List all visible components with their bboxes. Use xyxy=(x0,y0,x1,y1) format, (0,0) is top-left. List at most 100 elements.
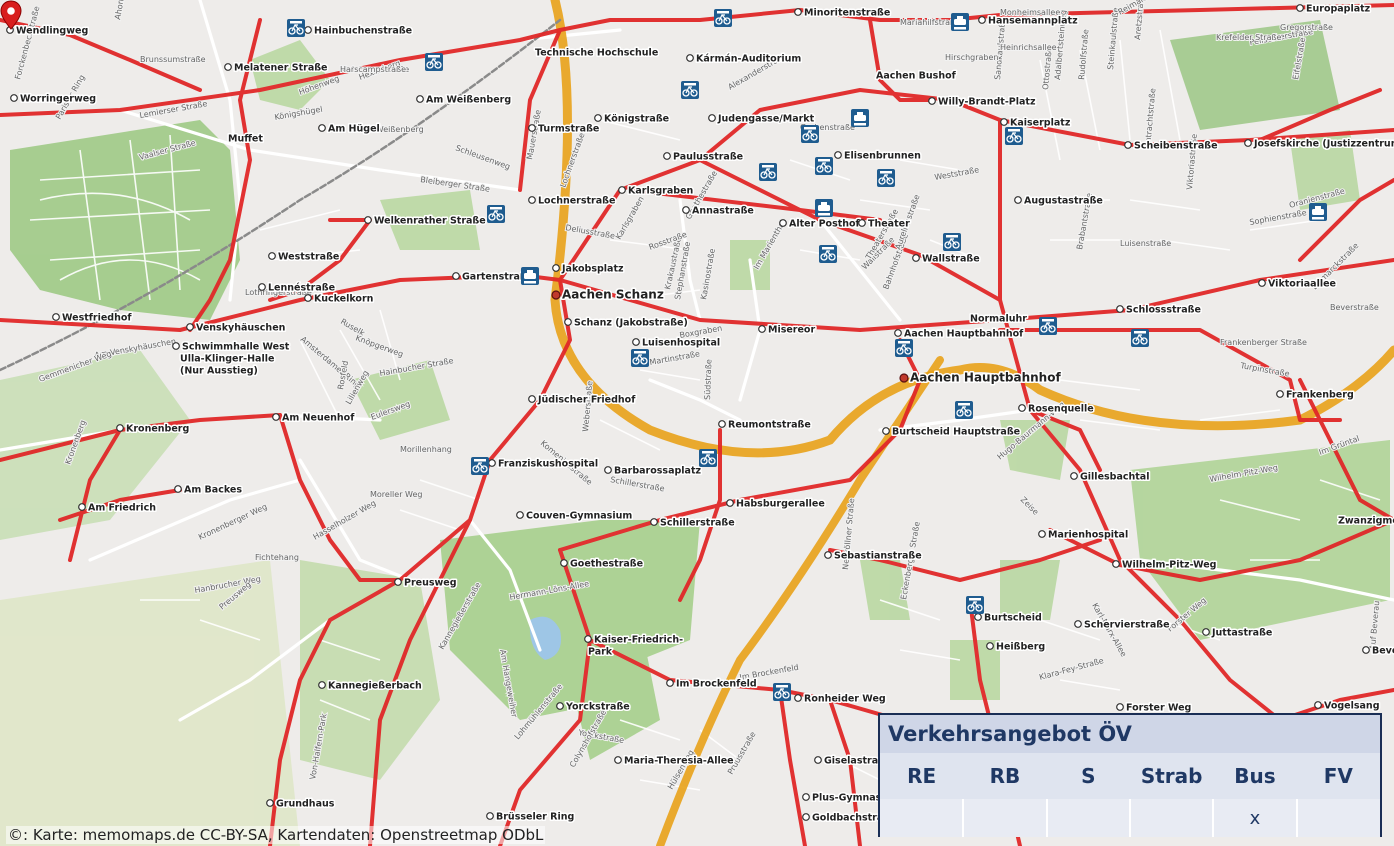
stop-dot[interactable] xyxy=(516,511,524,519)
stop-label[interactable]: Normaluhr xyxy=(969,312,1029,326)
stop-label[interactable]: Schanz (Jakobstraße) xyxy=(573,316,690,330)
stop-dot[interactable] xyxy=(452,272,460,280)
stop-label[interactable]: Gillesbachtal xyxy=(1079,470,1151,484)
stop-dot[interactable] xyxy=(1116,305,1124,313)
stop-dot[interactable] xyxy=(814,756,822,764)
stop-label[interactable]: Muffet xyxy=(227,132,265,146)
stop-label[interactable]: Annastraße xyxy=(691,204,756,218)
stop-dot[interactable] xyxy=(1014,196,1022,204)
bike-share-icon[interactable] xyxy=(471,457,489,475)
stop-label[interactable]: Kármán-Auditorium xyxy=(695,52,803,66)
bike-share-icon[interactable] xyxy=(714,9,732,27)
bike-share-icon[interactable] xyxy=(819,245,837,263)
stop-dot[interactable] xyxy=(272,413,280,421)
stop-label[interactable]: Westfriedhof xyxy=(61,311,134,325)
taxi-icon[interactable] xyxy=(521,267,539,285)
stop-dot[interactable] xyxy=(78,503,86,511)
taxi-icon[interactable] xyxy=(951,13,969,31)
stop-dot[interactable] xyxy=(594,114,602,122)
stop-dot[interactable] xyxy=(618,186,626,194)
stop-dot[interactable] xyxy=(834,151,842,159)
stop-label[interactable]: Ronheider Weg xyxy=(803,692,888,706)
stop-dot[interactable] xyxy=(614,756,622,764)
stop-dot[interactable] xyxy=(1112,560,1120,568)
stop-dot[interactable] xyxy=(1314,701,1322,709)
bike-share-icon[interactable] xyxy=(815,157,833,175)
stop-dot[interactable] xyxy=(794,694,802,702)
stop-label[interactable]: Jüdischer Friedhof xyxy=(536,393,638,407)
stop-dot[interactable] xyxy=(604,466,612,474)
stop-dot[interactable] xyxy=(174,485,182,493)
stop-label[interactable]: Heißberg xyxy=(995,640,1047,654)
stop-label[interactable]: Theater xyxy=(867,217,912,231)
stop-label[interactable]: Weststraße xyxy=(277,250,341,264)
stop-label[interactable]: Giselastraße xyxy=(823,754,893,768)
stop-label[interactable]: Goethestraße xyxy=(569,557,645,571)
taxi-icon[interactable] xyxy=(815,199,833,217)
stop-label[interactable]: Luisenhospital xyxy=(641,336,722,350)
stop-label[interactable]: Gartenstraße xyxy=(461,270,535,284)
stop-dot[interactable] xyxy=(1018,404,1026,412)
stop-dot[interactable] xyxy=(1258,279,1266,287)
stop-dot[interactable] xyxy=(718,420,726,428)
stop-label[interactable]: Zwanzigmorgen xyxy=(1337,514,1394,528)
stop-label[interactable]: Hansemannplatz xyxy=(987,14,1080,28)
stop-label[interactable]: Park xyxy=(587,645,615,659)
stop-dot[interactable] xyxy=(1296,4,1304,12)
station-dot[interactable] xyxy=(899,373,909,383)
stop-label[interactable]: Am Friedrich xyxy=(87,501,158,515)
stop-label[interactable]: Habsburgerallee xyxy=(735,497,827,511)
bike-share-icon[interactable] xyxy=(1131,329,1149,347)
stop-label[interactable]: Melatener Straße xyxy=(233,61,330,75)
stop-label[interactable]: Worringerweg xyxy=(19,92,98,106)
stop-label[interactable]: Paulusstraße xyxy=(672,150,745,164)
stop-label[interactable]: Kaiserplatz xyxy=(1009,116,1073,130)
location-pin-icon[interactable] xyxy=(0,0,22,30)
stop-label[interactable]: Burtscheid xyxy=(983,611,1044,625)
stop-label[interactable]: Schillerstraße xyxy=(659,516,737,530)
stop-dot[interactable] xyxy=(708,114,716,122)
stop-label[interactable]: Scheibenstraße xyxy=(1133,139,1220,153)
bike-share-icon[interactable] xyxy=(699,449,717,467)
stop-label[interactable]: Reumontstraße xyxy=(727,418,813,432)
stop-dot[interactable] xyxy=(528,196,536,204)
stop-dot[interactable] xyxy=(1000,118,1008,126)
stop-dot[interactable] xyxy=(882,427,890,435)
stop-label[interactable]: Aachen Hauptbahnhof xyxy=(909,369,1063,386)
stop-label[interactable]: Augustastraße xyxy=(1023,194,1105,208)
stop-dot[interactable] xyxy=(10,94,18,102)
stop-dot[interactable] xyxy=(986,642,994,650)
stop-label[interactable]: Marienhospital xyxy=(1047,528,1130,542)
stop-label[interactable]: Minoritenstraße xyxy=(803,6,892,20)
bike-share-icon[interactable] xyxy=(966,596,984,614)
stop-label[interactable]: Beverau xyxy=(1371,644,1394,658)
bike-share-icon[interactable] xyxy=(943,233,961,251)
bike-share-icon[interactable] xyxy=(759,163,777,181)
stop-dot[interactable] xyxy=(794,8,802,16)
stop-dot[interactable] xyxy=(304,26,312,34)
stop-label[interactable]: Vogelsang xyxy=(1323,699,1382,713)
stop-dot[interactable] xyxy=(650,518,658,526)
stop-dot[interactable] xyxy=(258,283,266,291)
stop-label[interactable]: Europaplatz xyxy=(1305,2,1373,16)
stop-label[interactable]: Josefskirche (Justizzentrum) xyxy=(1252,137,1394,151)
stop-label[interactable]: Elisenbrunnen xyxy=(843,149,923,163)
stop-dot[interactable] xyxy=(304,294,312,302)
bike-share-icon[interactable] xyxy=(631,349,649,367)
stop-label[interactable]: Turmstraße xyxy=(537,122,601,136)
stop-label[interactable]: Frankenberg xyxy=(1285,388,1356,402)
stop-label[interactable]: Kaiser-Friedrich- xyxy=(593,633,685,647)
bike-share-icon[interactable] xyxy=(877,169,895,187)
stop-label[interactable]: Kannegießerbach xyxy=(327,679,424,693)
stop-dot[interactable] xyxy=(318,681,326,689)
stop-label[interactable]: Kronenberg xyxy=(125,422,191,436)
stop-dot[interactable] xyxy=(556,702,564,710)
stop-dot[interactable] xyxy=(1202,628,1210,636)
stop-dot[interactable] xyxy=(224,63,232,71)
stop-dot[interactable] xyxy=(802,793,810,801)
stop-label[interactable]: Wilhelm-Pitz-Weg xyxy=(1121,558,1219,572)
stop-label[interactable]: Aachen Hauptbahnhof xyxy=(903,327,1026,341)
stop-label[interactable]: Grundhaus xyxy=(275,797,337,811)
stop-label[interactable]: Judengasse/Markt xyxy=(716,112,817,126)
